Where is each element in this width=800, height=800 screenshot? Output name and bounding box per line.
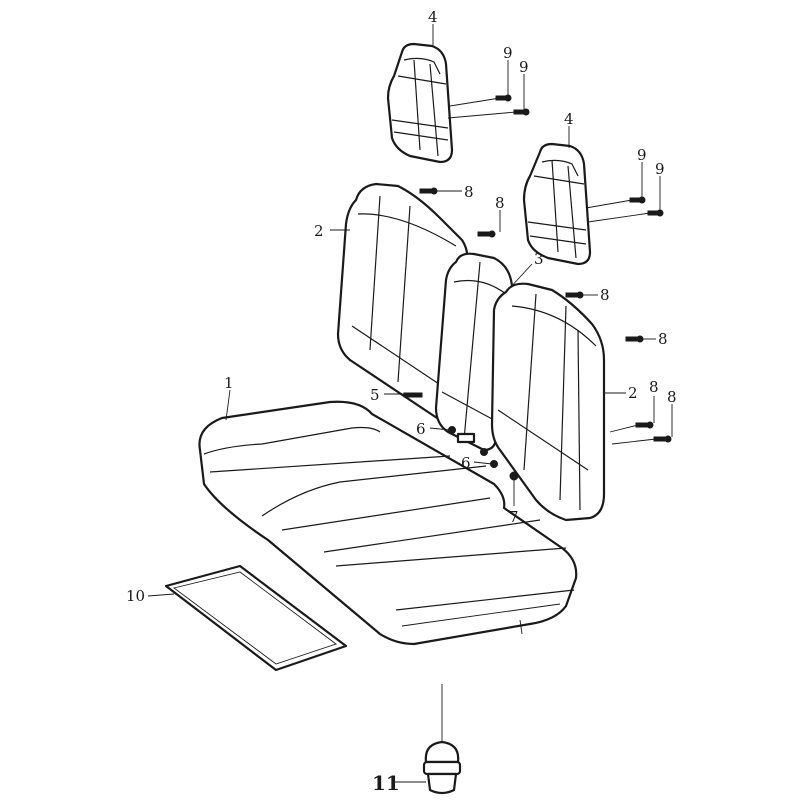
callout-9-a: 9 (503, 44, 513, 62)
callout-8-d: 8 (658, 330, 668, 348)
callout-2-right: 2 (628, 384, 638, 402)
callout-6-b: 6 (461, 454, 471, 472)
callout-4-right: 4 (564, 110, 574, 128)
callout-5: 5 (370, 386, 380, 404)
callout-1: 1 (224, 374, 234, 392)
callout-labels: 4 9 9 4 9 9 8 8 2 3 8 8 8 8 2 1 5 6 6 7 … (126, 8, 677, 795)
callout-8-c: 8 (600, 286, 610, 304)
seat-cushion (198, 400, 578, 646)
leader-lines (147, 24, 673, 783)
callout-4-upper: 4 (428, 8, 438, 26)
callout-9-c: 9 (637, 146, 647, 164)
backrest-right (490, 282, 606, 522)
bolts-8 (419, 187, 672, 443)
callout-8-e: 8 (649, 378, 659, 396)
knob (422, 684, 462, 795)
callout-8-f: 8 (667, 388, 677, 406)
seat-pad (164, 564, 348, 672)
callout-6-a: 6 (416, 420, 426, 438)
callout-9-b: 9 (519, 58, 529, 76)
callout-3: 3 (534, 250, 544, 268)
callout-8-a: 8 (464, 183, 474, 201)
callout-8-b: 8 (495, 194, 505, 212)
callout-9-d: 9 (655, 160, 665, 178)
callout-7: 7 (509, 508, 519, 526)
bolts-9 (495, 94, 664, 217)
callout-2-left: 2 (314, 222, 324, 240)
callout-11: 11 (372, 771, 400, 795)
headrest-upper (386, 42, 454, 164)
callout-10: 10 (126, 587, 145, 605)
headrest-right (522, 142, 592, 266)
